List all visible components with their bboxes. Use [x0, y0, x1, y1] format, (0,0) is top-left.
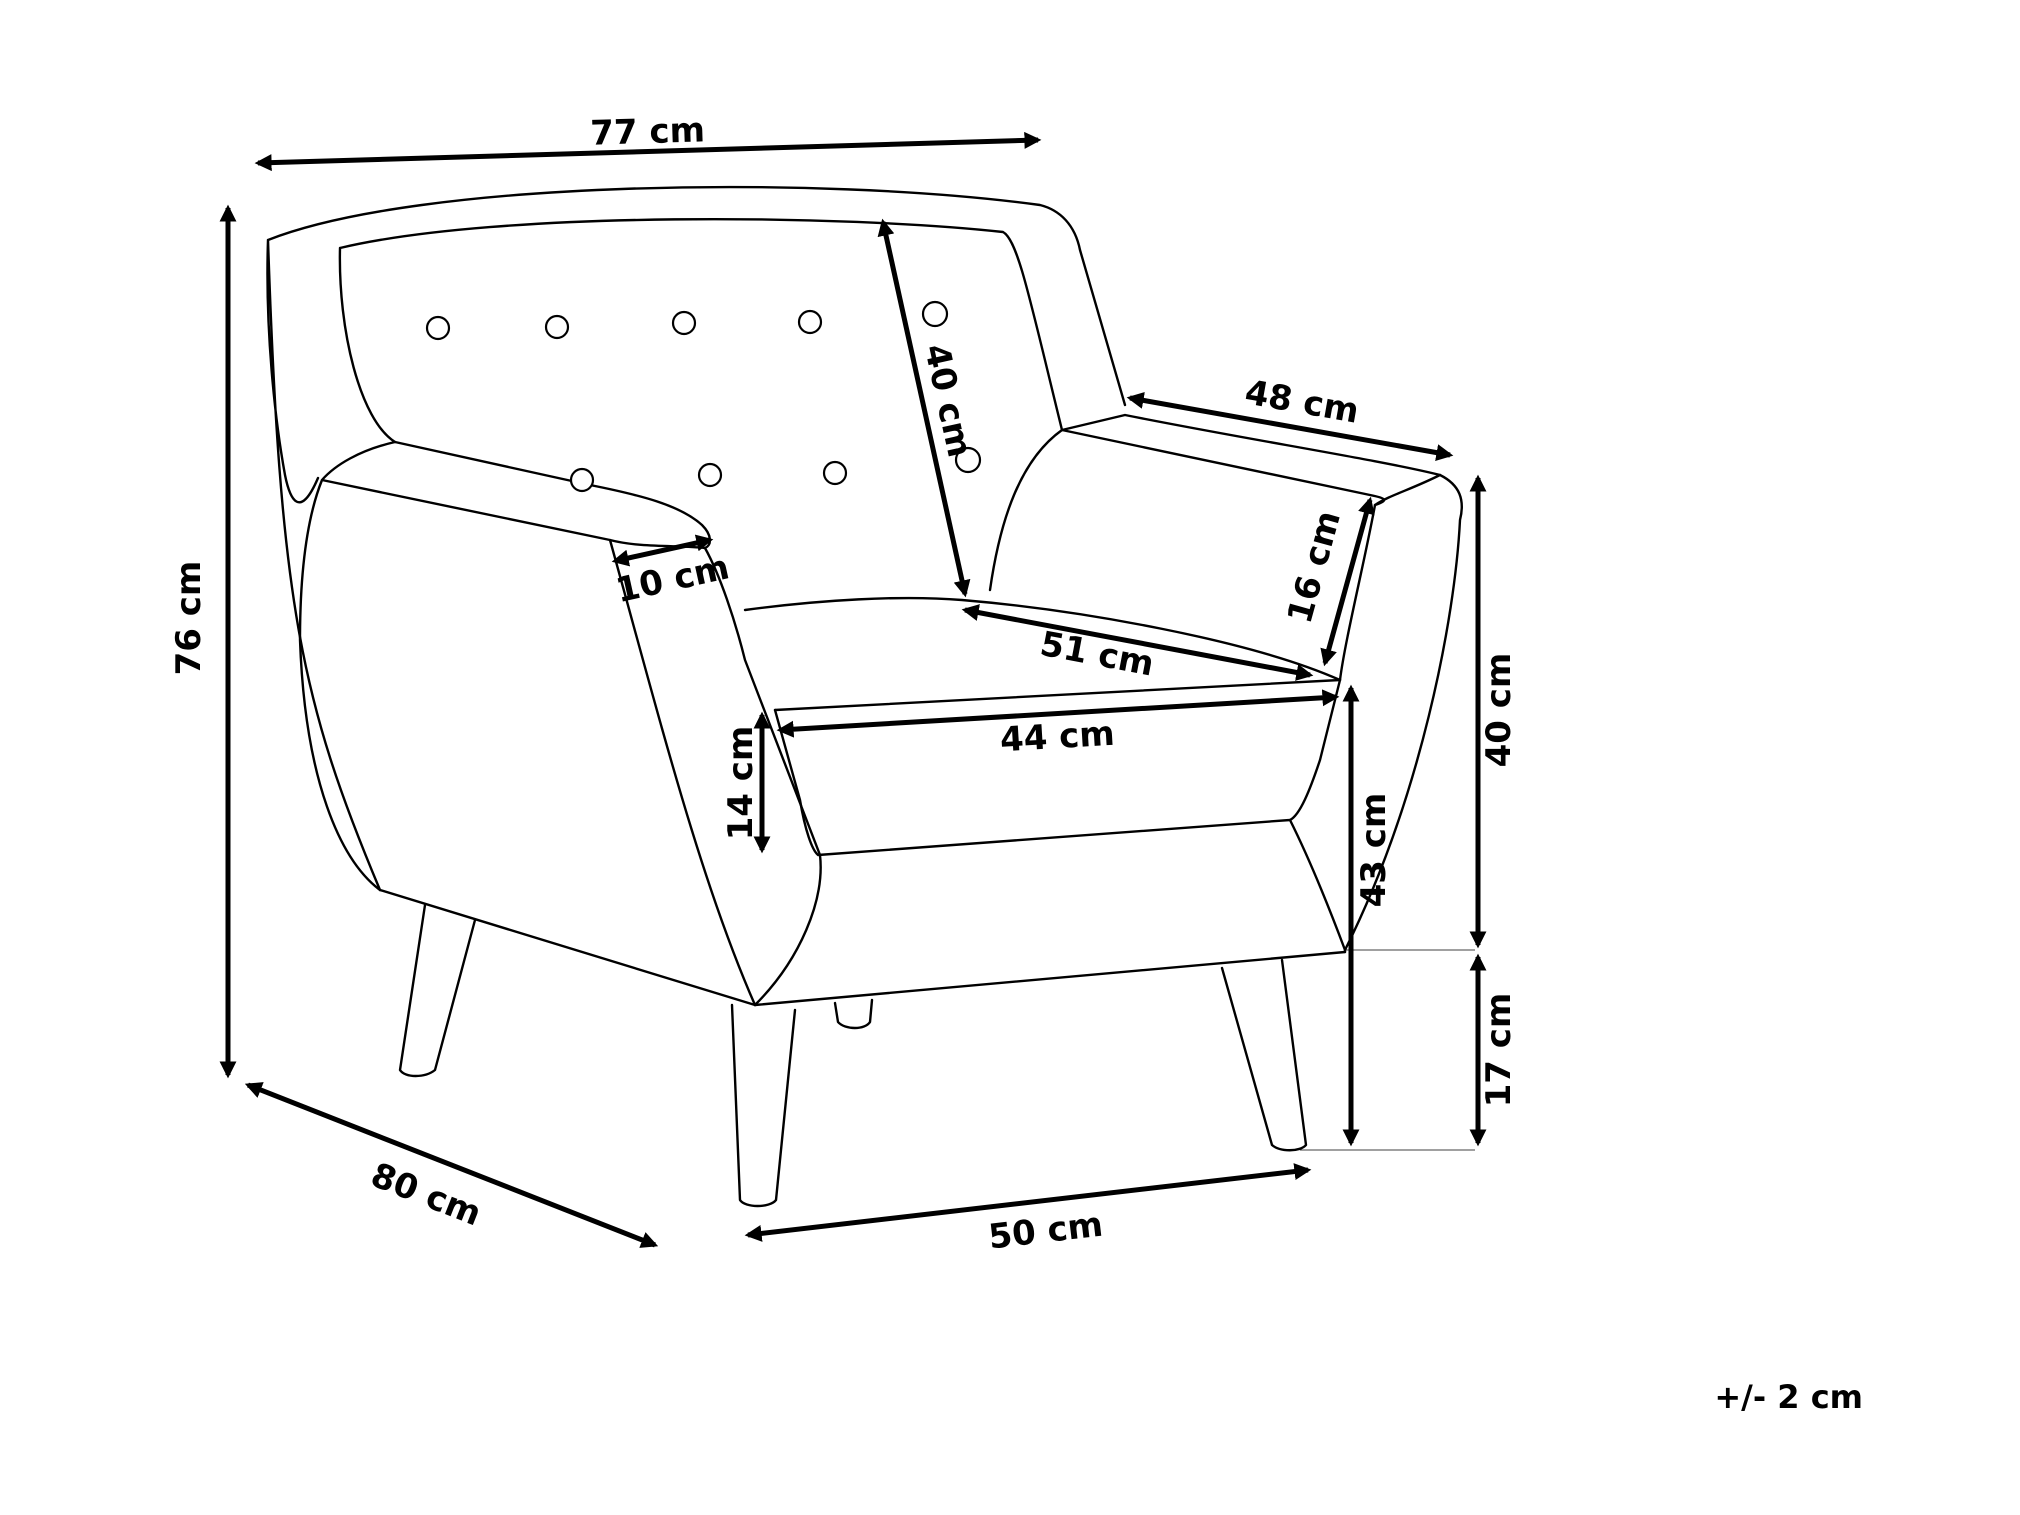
- base-front-edge: [753, 950, 1347, 1007]
- leg-front-right: [1220, 958, 1308, 1152]
- armchair-drawing: [266, 185, 1475, 1208]
- dimension-labels: 77 cm 76 cm 80 cm 50 cm 40 cm 48 cm 10 c…: [169, 110, 1863, 1416]
- label-total-height: 76 cm: [169, 561, 209, 676]
- arrow-armrest-width: [611, 534, 714, 567]
- label-backrest-height: 40 cm: [916, 340, 980, 461]
- label-armrest-side-height: 40 cm: [1479, 653, 1519, 768]
- tufted-buttons: [425, 300, 982, 493]
- backrest-outer-frame: [266, 185, 1127, 892]
- leg-back-left: [398, 903, 477, 1078]
- label-total-width: 77 cm: [590, 110, 706, 153]
- tolerance-note: +/- 2 cm: [1714, 1378, 1863, 1416]
- arrow-total-width: [254, 131, 1042, 172]
- label-depth: 80 cm: [365, 1155, 486, 1234]
- leg-back-center: [833, 998, 874, 1030]
- arrow-backrest-height: [877, 218, 971, 598]
- arrow-armrest-length: [1126, 392, 1454, 461]
- arrow-armrest-height: [1320, 496, 1375, 667]
- arrow-leg-span: [744, 1163, 1312, 1242]
- left-armrest: [298, 440, 757, 1007]
- arrow-depth: [244, 1082, 659, 1248]
- label-seat-width: 44 cm: [999, 714, 1116, 761]
- leg-front-left: [730, 1003, 797, 1208]
- arrow-seat-depth: [961, 604, 1314, 681]
- label-seat-height: 43 cm: [1354, 793, 1394, 908]
- dimension-arrows: [219, 131, 1487, 1248]
- arrow-seat-width: [776, 689, 1340, 738]
- label-leg-span: 50 cm: [986, 1205, 1105, 1258]
- label-seat-depth: 51 cm: [1037, 624, 1157, 685]
- label-cushion-thickness: 14 cm: [721, 726, 761, 841]
- label-leg-height: 17 cm: [1479, 993, 1519, 1108]
